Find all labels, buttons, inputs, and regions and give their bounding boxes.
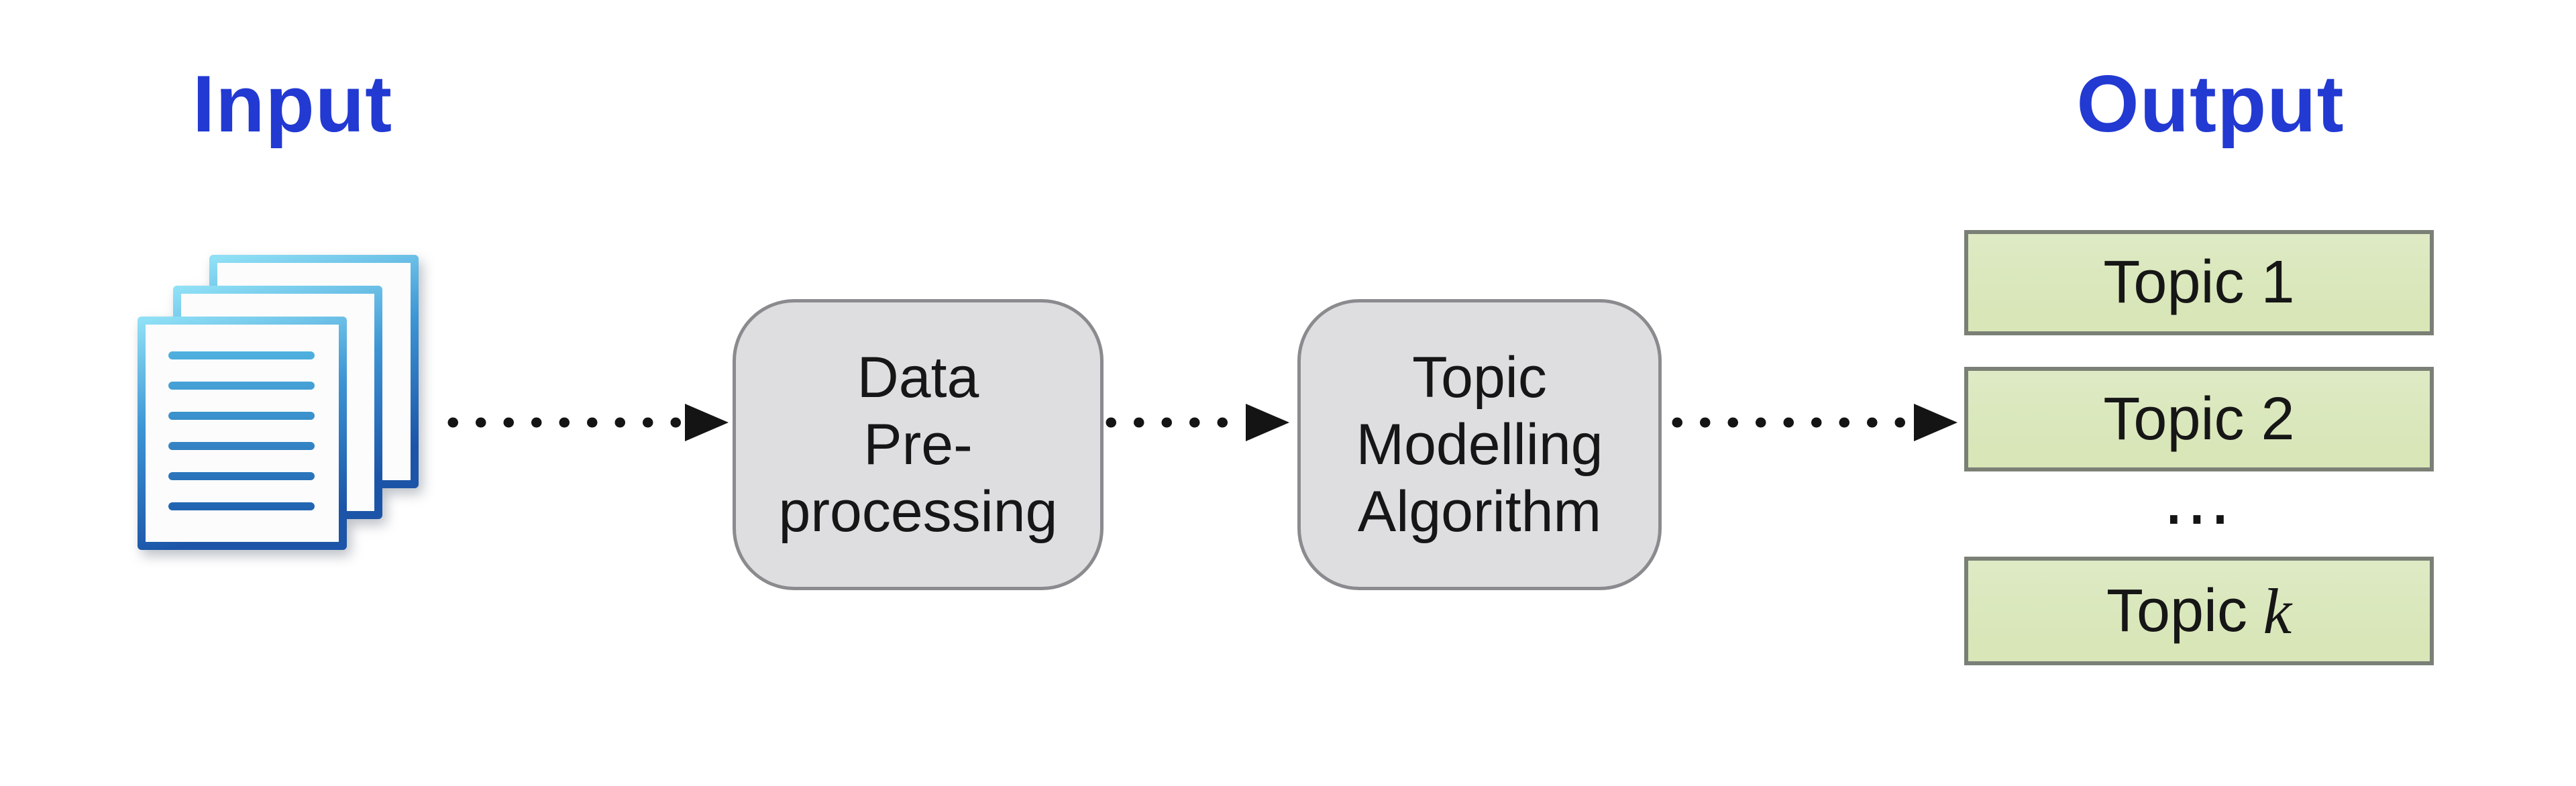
node-line: Pre- xyxy=(863,412,973,477)
node-data-preprocessing: Data Pre- processing xyxy=(733,299,1104,590)
node-line: Algorithm xyxy=(1357,480,1602,544)
arrow-docs-to-preprocessing-icon xyxy=(447,404,729,441)
topic-k-label: Topic xyxy=(2106,577,2248,644)
document-stack-icon xyxy=(138,255,419,550)
topic-2-label: Topic 2 xyxy=(2103,385,2295,453)
output-label: Output xyxy=(2076,59,2345,149)
arrow-algorithm-to-topics-icon xyxy=(1672,404,1957,441)
node-line: processing xyxy=(778,480,1058,544)
input-label: Input xyxy=(192,59,393,149)
topic-k-box: Topic k xyxy=(1964,557,2434,665)
node-topic-modelling-algorithm: Topic Modelling Algorithm xyxy=(1297,299,1662,590)
topic-1-box: Topic 1 xyxy=(1964,230,2434,335)
topic-k-symbol: k xyxy=(2263,575,2292,647)
topics-ellipsis: ⋯ xyxy=(2162,476,2236,558)
arrow-preprocessing-to-algorithm-icon xyxy=(1106,404,1289,441)
node-line: Topic xyxy=(1412,345,1547,410)
topic-2-box: Topic 2 xyxy=(1964,367,2434,471)
document-text-lines xyxy=(168,351,315,510)
topic-1-label: Topic 1 xyxy=(2103,249,2295,316)
node-line: Modelling xyxy=(1356,412,1603,477)
node-line: Data xyxy=(857,345,979,410)
